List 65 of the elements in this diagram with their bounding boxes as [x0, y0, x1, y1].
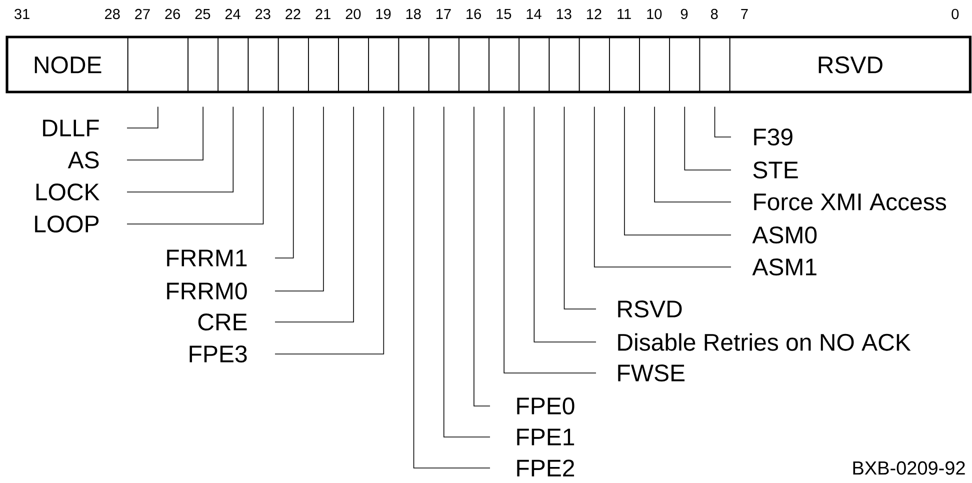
- leader-line: [443, 106, 490, 438]
- bit-number: 12: [587, 8, 602, 20]
- field-label: AS: [68, 152, 99, 168]
- leader-line: [654, 106, 732, 202]
- bit-number: 19: [376, 8, 391, 20]
- bit-number: 20: [346, 8, 361, 20]
- bit-number: 28: [105, 8, 120, 20]
- leader-line: [126, 106, 234, 192]
- bit-number: 25: [195, 8, 210, 20]
- field-label: CRE: [198, 314, 247, 330]
- bit-number: 7: [741, 9, 748, 19]
- bit-number: 24: [225, 8, 240, 20]
- field-label: Force XMI Access: [754, 194, 946, 210]
- leader-line: [274, 106, 354, 322]
- leader-line: [684, 106, 732, 170]
- bit-number: 31: [14, 8, 30, 20]
- leader-line: [413, 106, 490, 468]
- leader-line: [594, 106, 732, 268]
- leader-line: [274, 106, 384, 354]
- leader-line: [274, 106, 294, 258]
- field-label: ASM1: [752, 258, 816, 276]
- field-label: F39: [754, 128, 792, 146]
- field-label: FWSE: [618, 364, 684, 382]
- field-label: FPE2: [517, 460, 574, 476]
- bit-number: 0: [952, 8, 959, 20]
- bit-number: 13: [556, 8, 572, 20]
- leader-line: [714, 106, 732, 138]
- bit-number: 14: [526, 9, 542, 19]
- field-label: Disable Retries on NO ACK: [618, 333, 911, 351]
- leader-line: [126, 106, 264, 224]
- bit-number: 10: [647, 8, 662, 20]
- field-label: RSVD: [618, 300, 682, 318]
- leader-line: [564, 106, 596, 310]
- field-label: DLLF: [43, 120, 99, 136]
- leader-line: [534, 106, 596, 342]
- leader-line: [274, 106, 324, 292]
- bit-number: 18: [406, 8, 421, 20]
- field-label: FPE0: [517, 398, 574, 414]
- leader-line: [126, 106, 204, 160]
- bit-number: 22: [286, 8, 300, 20]
- field-label: FPE1: [517, 428, 574, 446]
- bit-number: 15: [496, 8, 512, 20]
- bit-number: 21: [316, 8, 330, 20]
- leader-line: [474, 106, 490, 406]
- node-label: NODE: [34, 56, 102, 74]
- leader-line: [504, 106, 596, 374]
- field-label: LOOP: [35, 216, 99, 232]
- bit-number: 17: [436, 9, 451, 19]
- field-label: FRRM0: [167, 282, 247, 300]
- figure-id: BXB-0209-92: [853, 461, 965, 475]
- bit-number: 8: [710, 8, 718, 20]
- bit-number: 16: [466, 8, 481, 20]
- bit-number: 11: [618, 9, 631, 19]
- leader-line: [624, 106, 732, 236]
- field-label: FRRM1: [167, 250, 247, 266]
- field-label: STE: [753, 162, 798, 178]
- field-label: LOCK: [36, 184, 100, 200]
- bit-number: 26: [165, 8, 180, 20]
- field-label: FPE3: [190, 346, 247, 362]
- bit-number: 9: [680, 8, 688, 20]
- bit-number: 27: [135, 8, 150, 20]
- leader-line: [126, 106, 158, 128]
- field-label: ASM0: [752, 226, 817, 244]
- bit-number: 23: [256, 8, 270, 20]
- register-field: RSVD: [729, 37, 971, 93]
